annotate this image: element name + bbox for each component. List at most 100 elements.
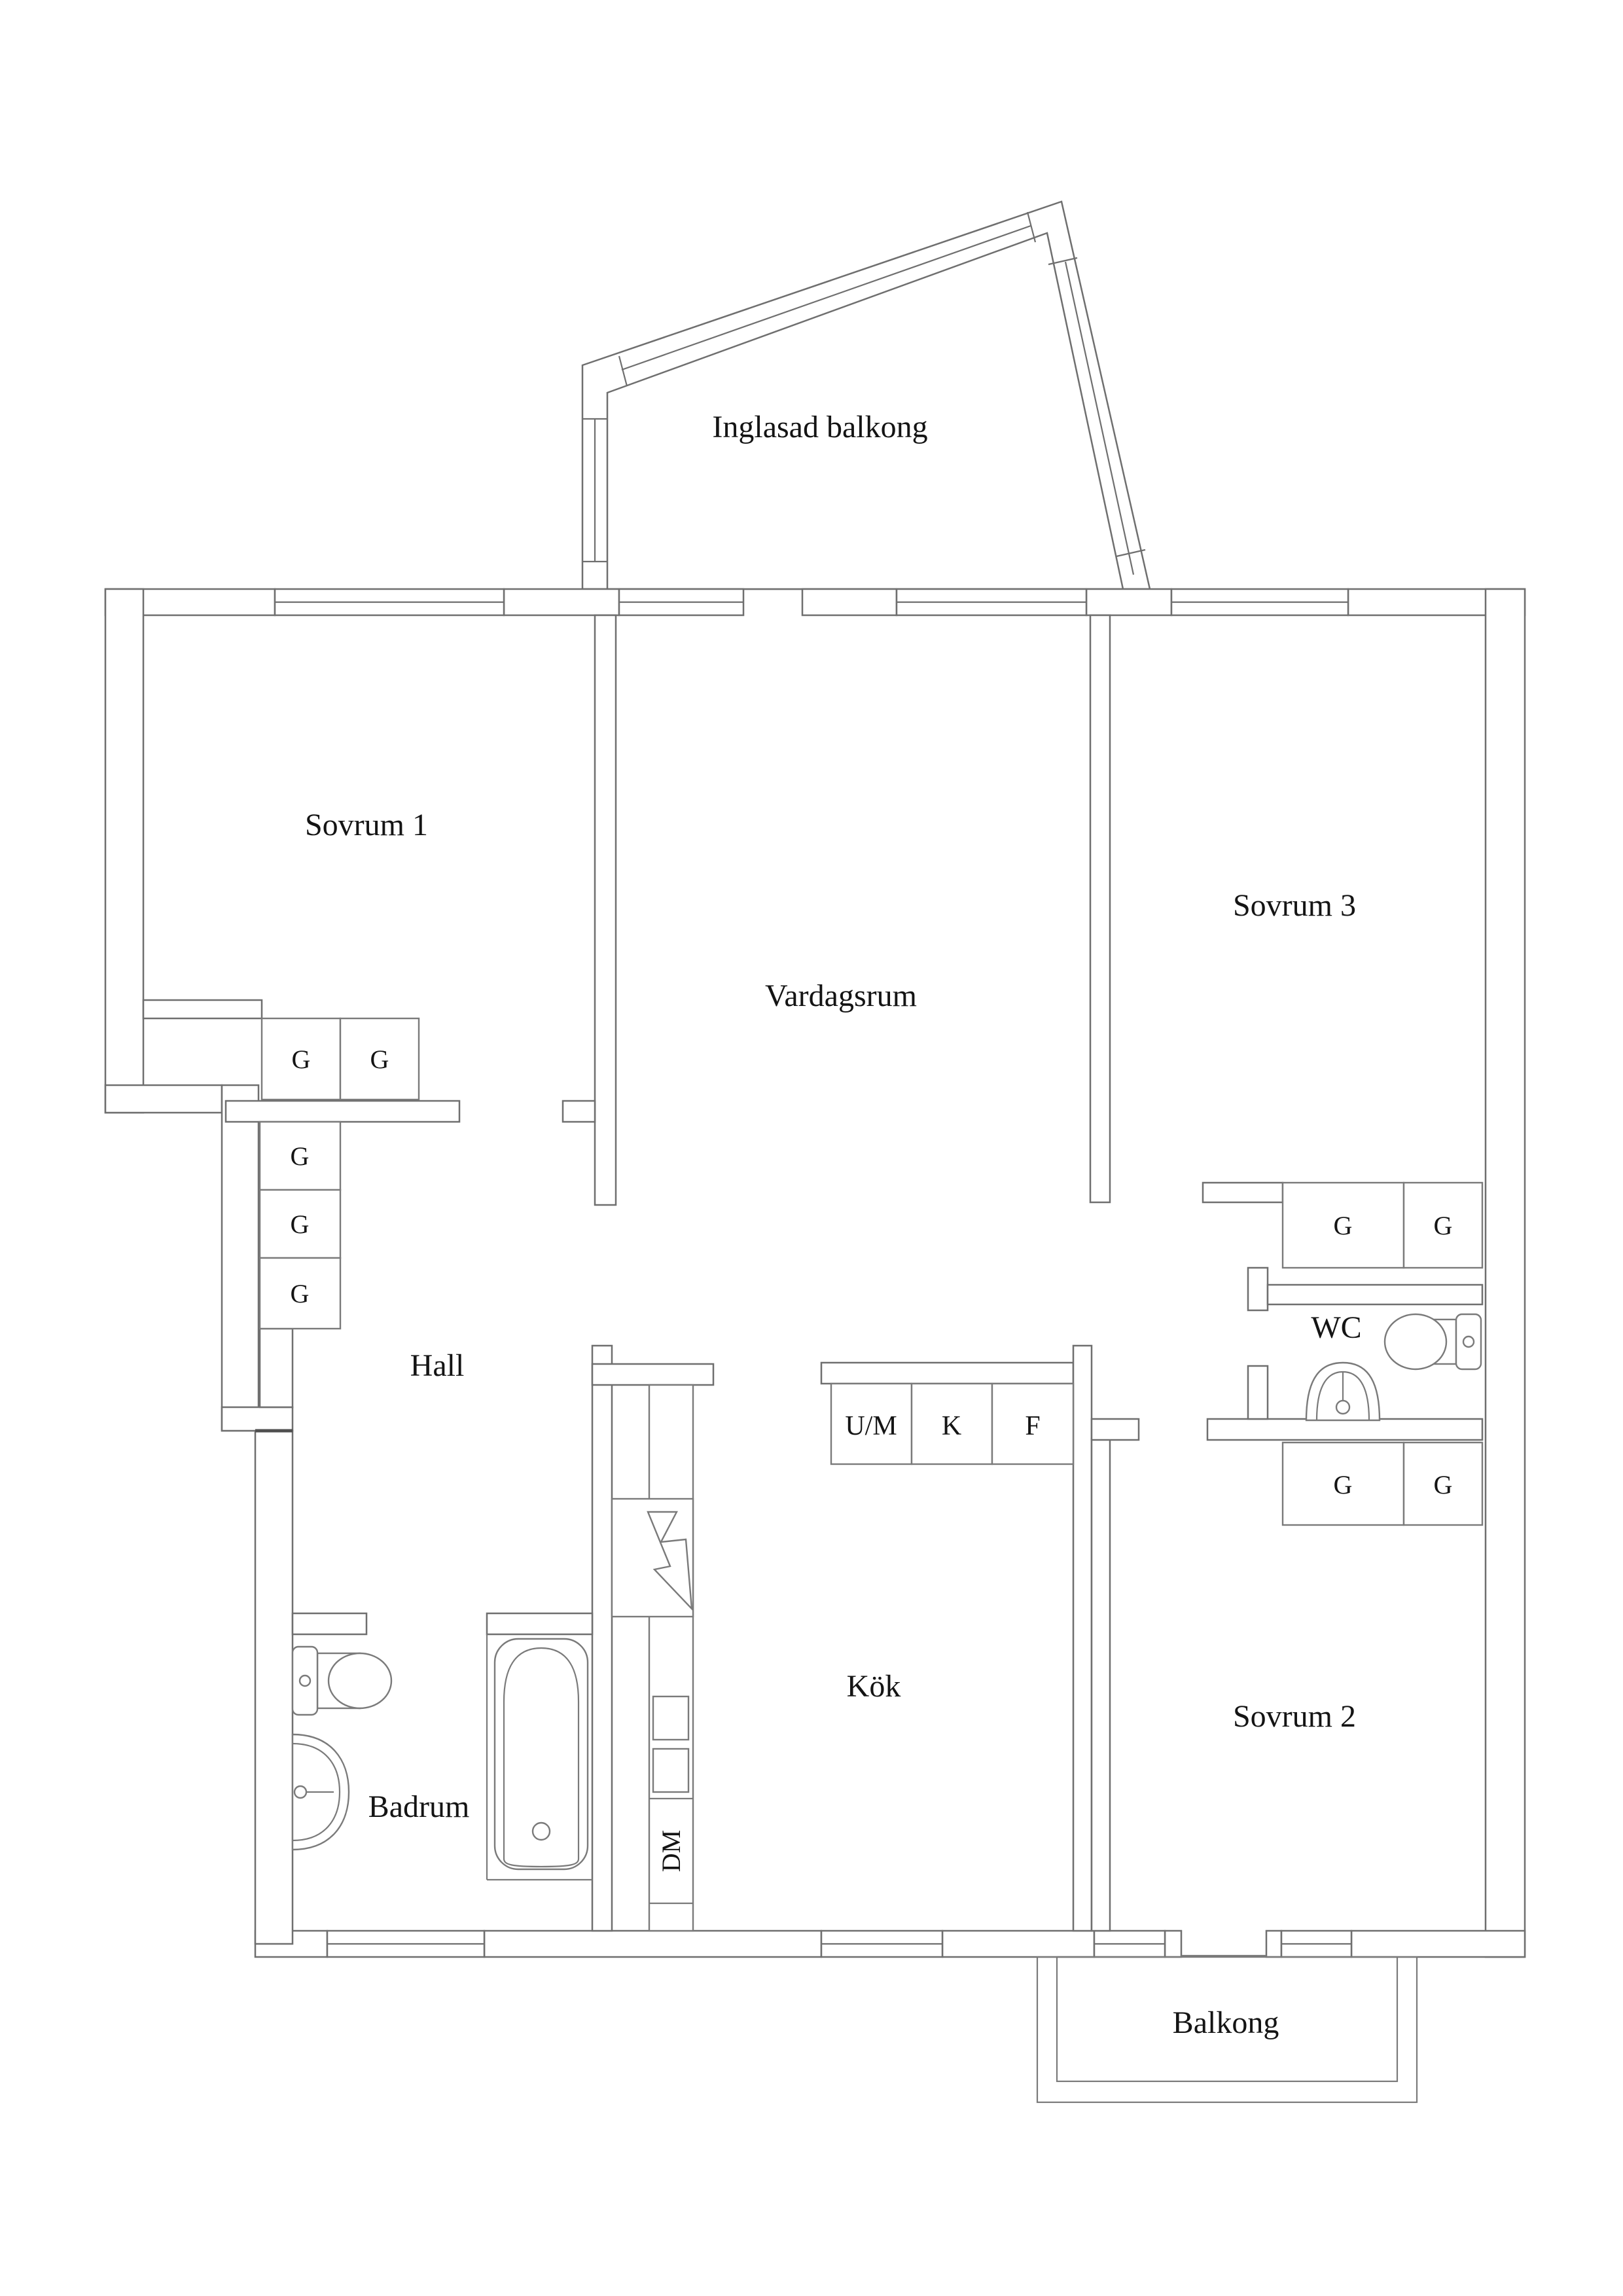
balcony-top-window-symbol	[621, 224, 1031, 371]
sink-inner-line	[292, 1742, 341, 1842]
room-label-wc: WC	[1311, 1310, 1361, 1345]
wardrobe-label: G	[292, 1045, 311, 1074]
hall-north-wall	[224, 1100, 461, 1123]
wardrobe-label: G	[370, 1045, 389, 1074]
wardrobe-box	[259, 1121, 342, 1191]
toilet-button	[298, 1674, 312, 1687]
wardrobe-box	[1281, 1441, 1405, 1526]
window-vardagsrum-right	[895, 588, 1088, 617]
window-badrum-bottom	[326, 1929, 486, 1958]
wardrobe-label: G	[1434, 1211, 1453, 1240]
sovrum1-door-jamb	[562, 1100, 596, 1123]
wardrobe-box	[1402, 1441, 1484, 1526]
wall-kok-east	[1072, 1344, 1093, 1932]
fridge-label: K	[942, 1411, 961, 1441]
wall-kok-west	[591, 1344, 613, 1932]
window-sovrum2-left	[1093, 1929, 1166, 1958]
fridge-box	[910, 1382, 993, 1465]
sink-drain	[293, 1785, 308, 1799]
sovrum1-south-wall	[142, 999, 263, 1020]
toilet-icon	[1383, 1313, 1448, 1371]
room-label-balkong: Balkong	[1173, 2005, 1279, 2040]
wc-west-wall-upper	[1247, 1266, 1269, 1312]
freezer-label: F	[1025, 1411, 1040, 1441]
wardrobe-box	[339, 1017, 420, 1101]
bathroom-fixtures	[291, 1638, 589, 1871]
room-label-sovrum1: Sovrum 1	[305, 808, 428, 842]
bathtub-icon	[493, 1638, 589, 1871]
balcony-top-window-jamb	[618, 355, 628, 387]
washing-machine-label: U/M	[845, 1411, 897, 1441]
glazed-balcony	[581, 200, 1151, 590]
dishwasher-label: DM	[656, 1830, 686, 1872]
windows	[274, 588, 1353, 1958]
wardrobe-box	[259, 1189, 342, 1259]
room-labels: Inglasad balkong Sovrum 1 Vardagsrum Sov…	[305, 410, 1362, 2040]
kitchen-counter-strip	[648, 1384, 694, 1932]
electrical-flash-icon	[647, 1511, 693, 1611]
wardrobe-label: G	[291, 1210, 310, 1239]
bathtub-inner-line	[503, 1647, 580, 1868]
wc-north-wall	[1266, 1283, 1484, 1306]
sink-drain	[1335, 1399, 1351, 1415]
interior-walls	[142, 614, 1484, 1932]
left-wall-step	[221, 1406, 294, 1432]
top-wall	[1085, 588, 1173, 617]
wall-sovrum1-vardagsrum	[594, 614, 617, 1206]
left-wall-upper	[104, 588, 145, 1114]
balkong-railing-inner	[1056, 1956, 1399, 2083]
bottom-wall	[1350, 1929, 1526, 1958]
wardrobe-box	[260, 1017, 342, 1101]
freezer-box	[991, 1382, 1075, 1465]
bathtub-drain	[531, 1821, 551, 1841]
wc-west-wall-lower	[1247, 1365, 1269, 1420]
window-sovrum1-top	[274, 588, 505, 617]
left-wall-middle	[221, 1084, 260, 1432]
room-label-badrum: Badrum	[368, 1789, 470, 1824]
room-label-vardagsrum: Vardagsrum	[765, 978, 917, 1013]
closets: G G G G G G G G G	[259, 1017, 1484, 1526]
wall-sovrum2-west	[1090, 1437, 1111, 1932]
kitchen-fixtures: U/M K F DM	[611, 1382, 1075, 1932]
bottom-wall-pier	[1265, 1929, 1283, 1958]
window-sovrum2-right	[1280, 1929, 1353, 1958]
room-label-sovrum3: Sovrum 3	[1233, 888, 1356, 923]
bottom-wall	[483, 1929, 823, 1958]
wardrobe-label: G	[1434, 1470, 1453, 1499]
badrum-north-wall-right	[486, 1612, 594, 1636]
left-wall-lower	[254, 1429, 294, 1945]
bottom-wall	[941, 1929, 1096, 1958]
wc-south-wall	[1206, 1418, 1484, 1441]
wc-fixtures	[1305, 1313, 1482, 1422]
kok-north-wall-left	[591, 1363, 715, 1386]
room-label-hall: Hall	[410, 1348, 465, 1383]
wall-vardagsrum-sovrum3	[1089, 614, 1111, 1204]
window-vardagsrum-left	[618, 588, 745, 617]
wardrobe-label: G	[1334, 1470, 1353, 1499]
wardrobe-box	[1281, 1181, 1405, 1269]
balcony-top-window-jamb	[1026, 211, 1037, 243]
kitchen-sink-icon	[652, 1695, 690, 1741]
window-sovrum3-top	[1170, 588, 1349, 617]
badrum-north-wall-left	[291, 1612, 368, 1636]
toilet-button	[1462, 1335, 1475, 1348]
bottom-wall-pier	[1164, 1929, 1183, 1958]
wardrobe-box	[1402, 1181, 1484, 1269]
balcony-right-window-jamb	[1116, 548, 1146, 558]
balcony-right-window-jamb	[1048, 257, 1078, 266]
wardrobe-box	[259, 1257, 342, 1330]
washing-machine-box	[830, 1382, 913, 1465]
kok-north-wall-right	[820, 1361, 1075, 1385]
top-wall-pier	[801, 588, 898, 617]
balcony-right-window-symbol	[1064, 261, 1135, 575]
exterior-walls	[104, 588, 1526, 1958]
room-label-kok: Kök	[847, 1669, 901, 1704]
wardrobe-label: G	[291, 1279, 310, 1308]
kitchen-sink-icon	[652, 1748, 690, 1793]
top-wall	[503, 588, 620, 617]
wardrobe-label: G	[1334, 1211, 1353, 1240]
room-label-sovrum2: Sovrum 2	[1233, 1699, 1356, 1734]
window-kok-bottom	[820, 1929, 944, 1958]
